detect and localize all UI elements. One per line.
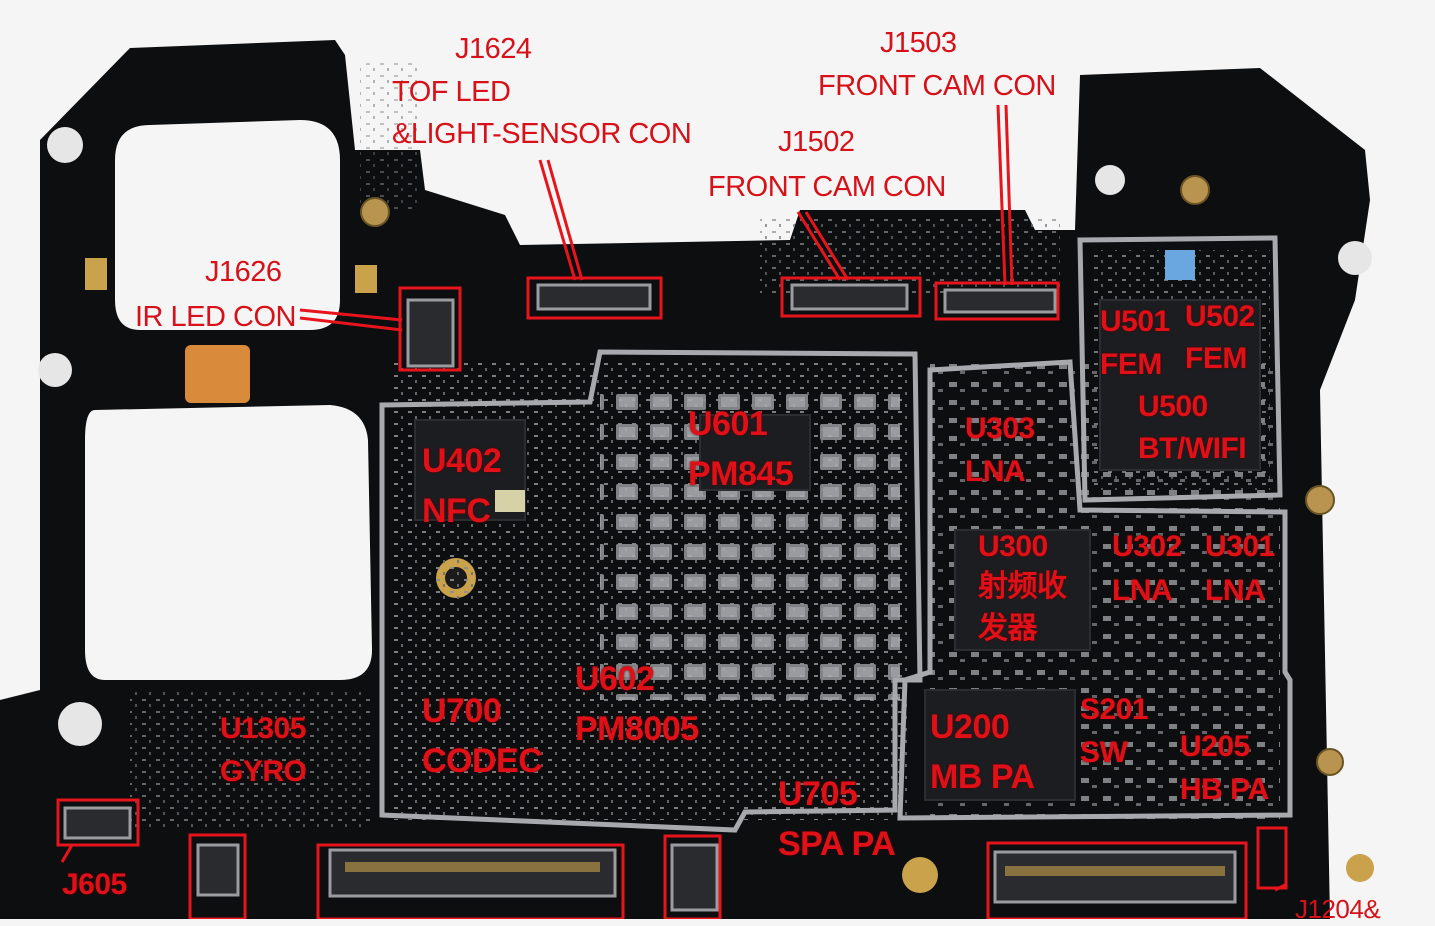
u200-ref-label: U200 [930,708,1010,746]
j1502-desc-label: FRONT CAM CON [708,171,946,203]
j1624-desc-label: TOF LED [392,76,511,108]
j1503-desc-label: FRONT CAM CON [818,70,1056,102]
rf-connectors [360,175,1344,776]
j1626-desc-label: IR LED CON [135,301,296,333]
annotation-boxes [56,276,1288,919]
u302-desc-label: LNA [1112,574,1173,607]
j1204-ref-label: J1204& [1295,894,1381,924]
u205-ref-label: U205 [1180,730,1250,763]
u501-desc-label: FEM [1100,348,1162,381]
j1624-desc2-label: &LIGHT-SENSOR CON [392,118,692,150]
u301-desc-label: LNA [1205,574,1266,607]
u300-ref-label: U300 [978,530,1048,563]
u502-desc-label: FEM [1185,342,1247,375]
u500-desc-label: BT/WIFI [1138,432,1247,465]
j1626-ref-label: J1626 [205,256,282,288]
u501-ref-label: U501 [1100,305,1170,338]
u602-ref-label: U602 [575,660,655,698]
u1305-ref-label: U1305 [220,712,306,745]
ic-chips [414,299,1261,801]
u402-ref-label: U402 [422,442,502,480]
u602-desc-label: PM8005 [575,710,699,748]
u200-desc-label: MB PA [930,758,1035,796]
u300-desc-label: 射频收 [978,570,1067,603]
u205-desc-label: HB PA [1180,773,1269,806]
orange-inductor [185,345,250,403]
j605-ref-label: J605 [62,868,127,901]
shield-frames [379,235,1293,833]
u601-desc-label: PM845 [688,455,794,493]
u705-ref-label: U705 [778,775,858,813]
j1624-ref-label: J1624 [455,33,532,65]
u301-ref-label: U301 [1205,530,1275,563]
s201-ref-label: S201 [1080,693,1149,726]
camera-cutout-top [115,120,340,330]
u700-ref-label: U700 [422,692,502,730]
board-connectors [63,283,1237,912]
u402-desc-label: NFC [422,492,491,530]
j1502-ref-label: J1502 [778,126,855,158]
u303-ref-label: U303 [965,412,1035,445]
u700-desc-label: CODEC [422,742,543,780]
leader-lines [60,104,1286,892]
camera-cutout-bottom [85,405,372,680]
u303-desc-label: LNA [965,455,1026,488]
j1503-ref-label: J1503 [880,27,957,59]
u302-ref-label: U302 [1112,530,1182,563]
u502-ref-label: U502 [1185,300,1255,333]
s201-desc-label: SW [1080,736,1128,769]
u1305-desc-label: GYRO [220,755,307,788]
u601-ref-label: U601 [688,405,768,443]
u500-ref-label: U500 [1138,390,1208,423]
u705-desc-label: SPA PA [778,825,896,863]
u300-desc2-label: 发器 [978,612,1038,645]
